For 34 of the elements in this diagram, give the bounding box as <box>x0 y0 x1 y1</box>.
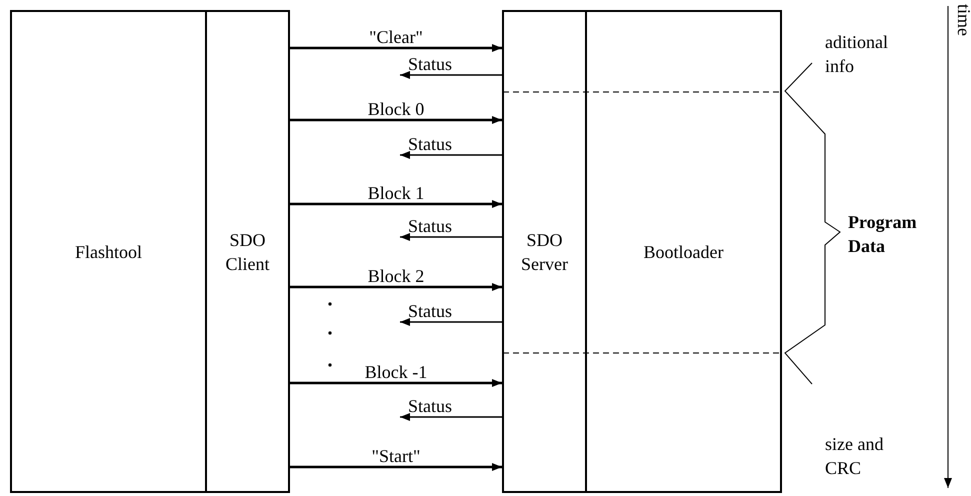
arrow <box>290 379 502 387</box>
edge-label: Block 2 <box>368 266 424 286</box>
edge-label: Status <box>408 396 452 416</box>
edge-label: Block -1 <box>364 362 428 382</box>
edge-label: Status <box>408 301 452 321</box>
arrow <box>290 44 502 52</box>
edge-label: Block 0 <box>368 99 424 119</box>
edge-label: Status <box>408 54 452 74</box>
node-label: SDO Client <box>224 228 270 276</box>
process-box <box>585 10 782 493</box>
process-box <box>205 10 290 493</box>
node-label: SDO Server <box>520 228 569 276</box>
edge-label: "Start" <box>372 446 420 466</box>
annotation-label: aditional info <box>825 31 889 78</box>
annotation-label: size and CRC <box>825 433 884 480</box>
process-box <box>502 10 587 493</box>
axis-label: time <box>955 4 971 36</box>
node-label: Bootloader <box>644 240 724 264</box>
arrow <box>290 200 502 208</box>
edge-label: Block 1 <box>368 183 424 203</box>
arrow <box>400 151 502 159</box>
arrow <box>290 116 502 124</box>
process-box <box>10 10 207 493</box>
edge-label: "Clear" <box>369 27 423 47</box>
arrow <box>400 71 502 79</box>
edge-label: Status <box>408 216 452 236</box>
node-label: Flashtool <box>74 240 142 264</box>
arrow <box>400 233 502 241</box>
arrow <box>400 318 502 326</box>
edge-label: Status <box>408 134 452 154</box>
annotation-label: Program Data <box>848 211 918 258</box>
arrow <box>400 413 502 421</box>
arrow <box>290 283 502 291</box>
arrow <box>290 463 502 471</box>
